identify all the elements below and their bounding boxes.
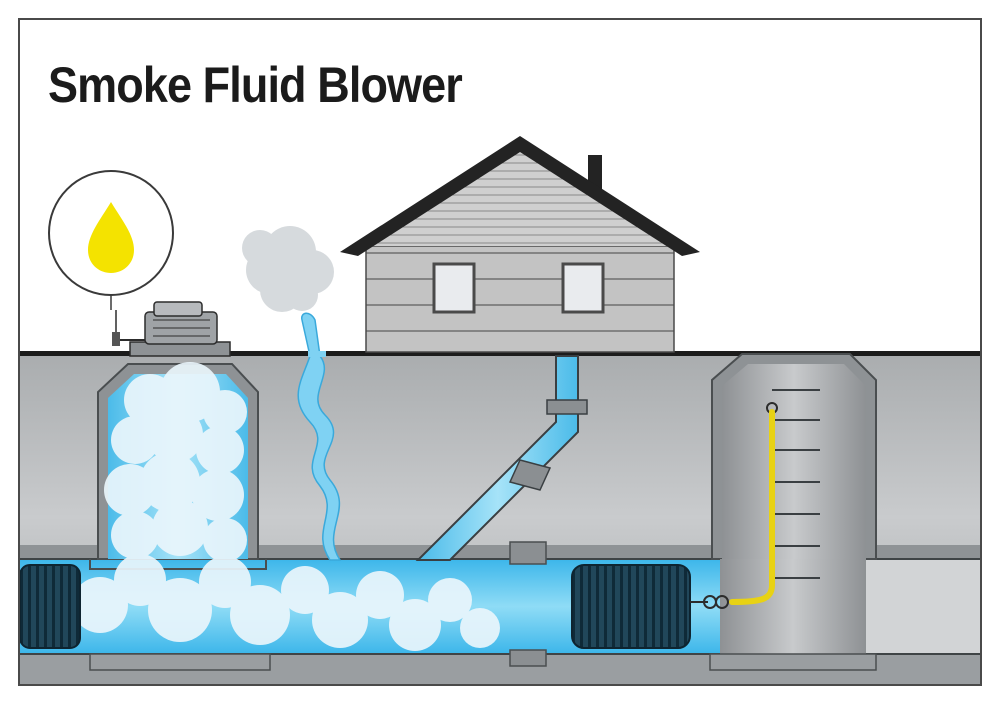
sewer-plug-icon bbox=[20, 564, 691, 649]
smoke-plume bbox=[242, 226, 342, 561]
blower-icon bbox=[112, 301, 231, 357]
smoke-cloud bbox=[72, 362, 500, 651]
fluid-drop-icon bbox=[48, 170, 174, 310]
page-title: Smoke Fluid Blower bbox=[48, 57, 463, 113]
house-icon bbox=[340, 136, 700, 353]
smoke-test-diagram bbox=[20, 136, 980, 684]
manhole-ladder-icon bbox=[690, 353, 877, 671]
lateral-pipe bbox=[415, 355, 588, 561]
diagram-frame: Smoke Fluid Blower bbox=[18, 18, 982, 686]
